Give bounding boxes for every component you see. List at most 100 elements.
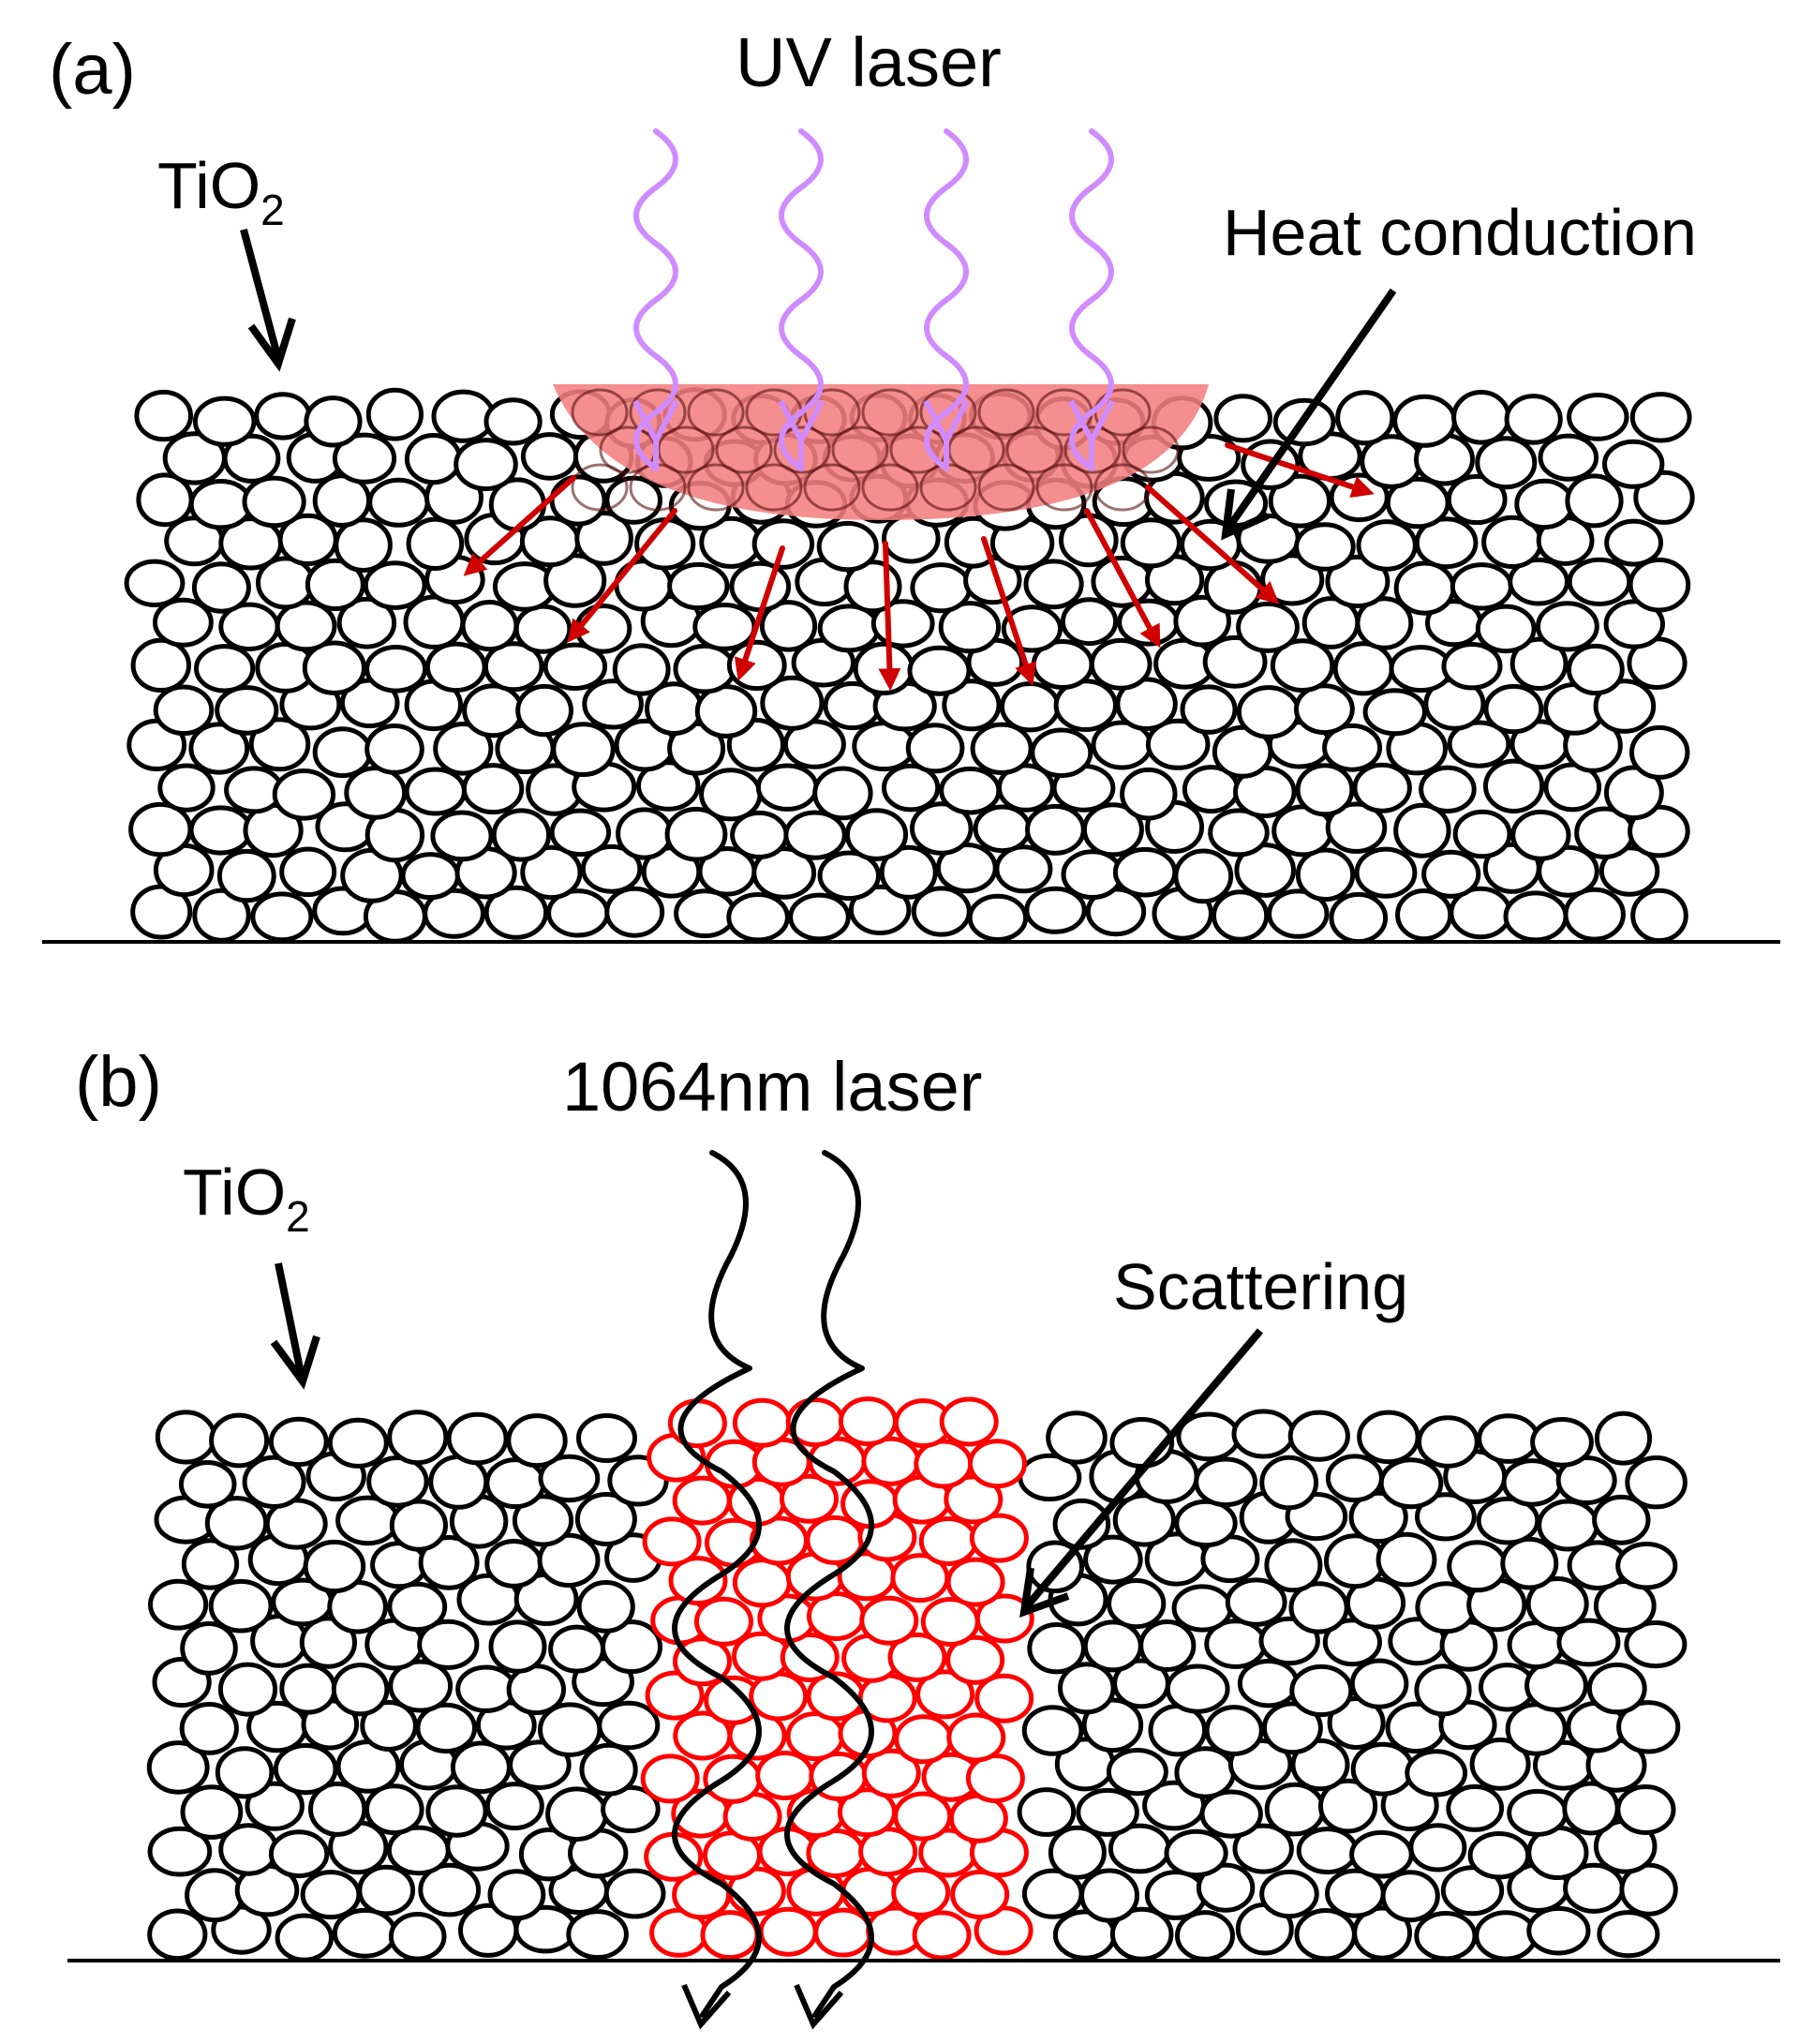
tio2-particle bbox=[1469, 1738, 1531, 1791]
tio2-particle bbox=[1414, 516, 1479, 570]
tio2-particle bbox=[1375, 1531, 1437, 1588]
tio2-particle bbox=[1452, 809, 1512, 859]
tio2-particle bbox=[1356, 519, 1418, 572]
tio2-particle bbox=[1629, 392, 1692, 443]
tio2-particle bbox=[388, 1659, 454, 1713]
tio2-particle bbox=[1530, 1417, 1594, 1468]
tio2-particle bbox=[751, 518, 815, 570]
tio2-particle bbox=[1289, 1664, 1354, 1718]
heated-particle bbox=[773, 425, 831, 474]
tio2-particle bbox=[1349, 1829, 1414, 1879]
tio2-particle bbox=[1408, 1823, 1467, 1872]
tio2-pointer-arrow-b bbox=[275, 1262, 305, 1379]
tio2-particle bbox=[327, 1417, 389, 1469]
tio2-particle bbox=[1287, 1410, 1350, 1462]
tio2-particle bbox=[1501, 1458, 1564, 1507]
tio2-particle bbox=[729, 560, 792, 613]
tio2-particle bbox=[1202, 634, 1268, 689]
tio2-particle bbox=[188, 479, 254, 530]
tio2-particle bbox=[1081, 1697, 1144, 1753]
tio2-particle bbox=[1593, 679, 1657, 734]
heat-arrow bbox=[1145, 485, 1280, 604]
tio2-particle bbox=[574, 511, 633, 566]
tio2-particle bbox=[491, 808, 552, 862]
tio2-particle bbox=[483, 885, 549, 940]
tio2-particle bbox=[939, 766, 1002, 815]
heat-arrow bbox=[463, 475, 576, 576]
tio2-particle bbox=[1565, 473, 1624, 529]
tio2-particle bbox=[1294, 522, 1356, 572]
tio2-particle bbox=[1538, 433, 1599, 482]
tio2-particle bbox=[1138, 1619, 1197, 1672]
tio2-particle bbox=[1415, 1492, 1477, 1542]
tio2-particle bbox=[1525, 1576, 1589, 1632]
tio2-particle bbox=[601, 1784, 661, 1834]
tio2-particle bbox=[300, 1870, 362, 1920]
tio2-particle bbox=[367, 477, 430, 528]
tio2-particle bbox=[788, 892, 851, 942]
heated-zone bbox=[553, 384, 1209, 520]
tio2-particle bbox=[576, 1580, 635, 1634]
tio2-particle bbox=[417, 1619, 480, 1670]
tio2-particle bbox=[1231, 1409, 1296, 1459]
ir-wave bbox=[784, 1150, 874, 2018]
uv-laser-waves bbox=[632, 128, 1115, 471]
tio2-particle bbox=[336, 596, 397, 649]
tio2-particle bbox=[153, 597, 214, 648]
uv-wave bbox=[779, 128, 824, 471]
tio2-particle bbox=[1076, 1787, 1139, 1837]
heated-particle bbox=[745, 463, 803, 512]
tio2-particle bbox=[487, 1869, 546, 1921]
scattering-particle bbox=[861, 1748, 921, 1798]
tio2-particle bbox=[488, 1619, 547, 1674]
scattering-particle bbox=[894, 1714, 954, 1765]
tio2-particle bbox=[308, 1781, 367, 1837]
scattering-particle bbox=[668, 1556, 728, 1606]
heated-particle bbox=[1063, 425, 1122, 474]
tio2-particle bbox=[1325, 801, 1388, 854]
tio2-particle bbox=[430, 810, 494, 862]
heat-conduction-pointer-arrowhead bbox=[1221, 488, 1270, 541]
tio2-pointer-arrow-a bbox=[240, 228, 282, 361]
tio2-particle bbox=[520, 432, 579, 481]
tio2-particle bbox=[1232, 1823, 1294, 1874]
tio2-particle bbox=[1447, 1540, 1509, 1593]
tio2-particle bbox=[1393, 802, 1451, 858]
scattering-particle bbox=[974, 1593, 1034, 1644]
heat-arrow bbox=[1225, 442, 1375, 499]
tio2-particle bbox=[1264, 1782, 1326, 1837]
scattering-particle bbox=[700, 1910, 760, 1961]
tio2-particle bbox=[1467, 1831, 1531, 1880]
tio2-particle bbox=[363, 560, 427, 610]
tio2-particle bbox=[1165, 1664, 1230, 1714]
scattering-particle bbox=[640, 1753, 700, 1804]
scattering-particle bbox=[703, 1753, 763, 1804]
tio2-particle bbox=[1475, 604, 1537, 654]
tio2-particle bbox=[305, 558, 365, 612]
tio2-particle bbox=[1194, 1456, 1257, 1508]
tio2-particle bbox=[194, 644, 256, 694]
tio2-particle bbox=[404, 767, 467, 816]
tio2-particle bbox=[406, 516, 465, 571]
heated-particle bbox=[861, 463, 919, 512]
heated-particle bbox=[571, 388, 629, 437]
tio2-particle bbox=[879, 844, 938, 900]
tio2-particle bbox=[242, 1455, 306, 1510]
ir-laser-label: 1064nm laser bbox=[562, 1048, 982, 1126]
tio2-particle bbox=[134, 389, 193, 442]
tio2-particle bbox=[192, 395, 257, 447]
heat-arrow bbox=[981, 536, 1037, 686]
heated-particle bbox=[803, 463, 861, 512]
scattering-particle bbox=[965, 1753, 1025, 1803]
tio2-particle bbox=[1509, 636, 1569, 691]
tio2-particle bbox=[549, 808, 612, 858]
tio2-particle bbox=[1237, 1659, 1300, 1708]
scattering-particle bbox=[946, 1712, 1006, 1763]
tio2-particle bbox=[1295, 847, 1356, 903]
tio2-particle bbox=[1450, 562, 1514, 611]
tio2-particle bbox=[299, 1616, 357, 1669]
tio2-particle bbox=[616, 807, 674, 860]
tio2-particle bbox=[548, 1624, 606, 1674]
tio2-particle bbox=[1510, 809, 1571, 861]
tio2-particle bbox=[1563, 887, 1626, 942]
